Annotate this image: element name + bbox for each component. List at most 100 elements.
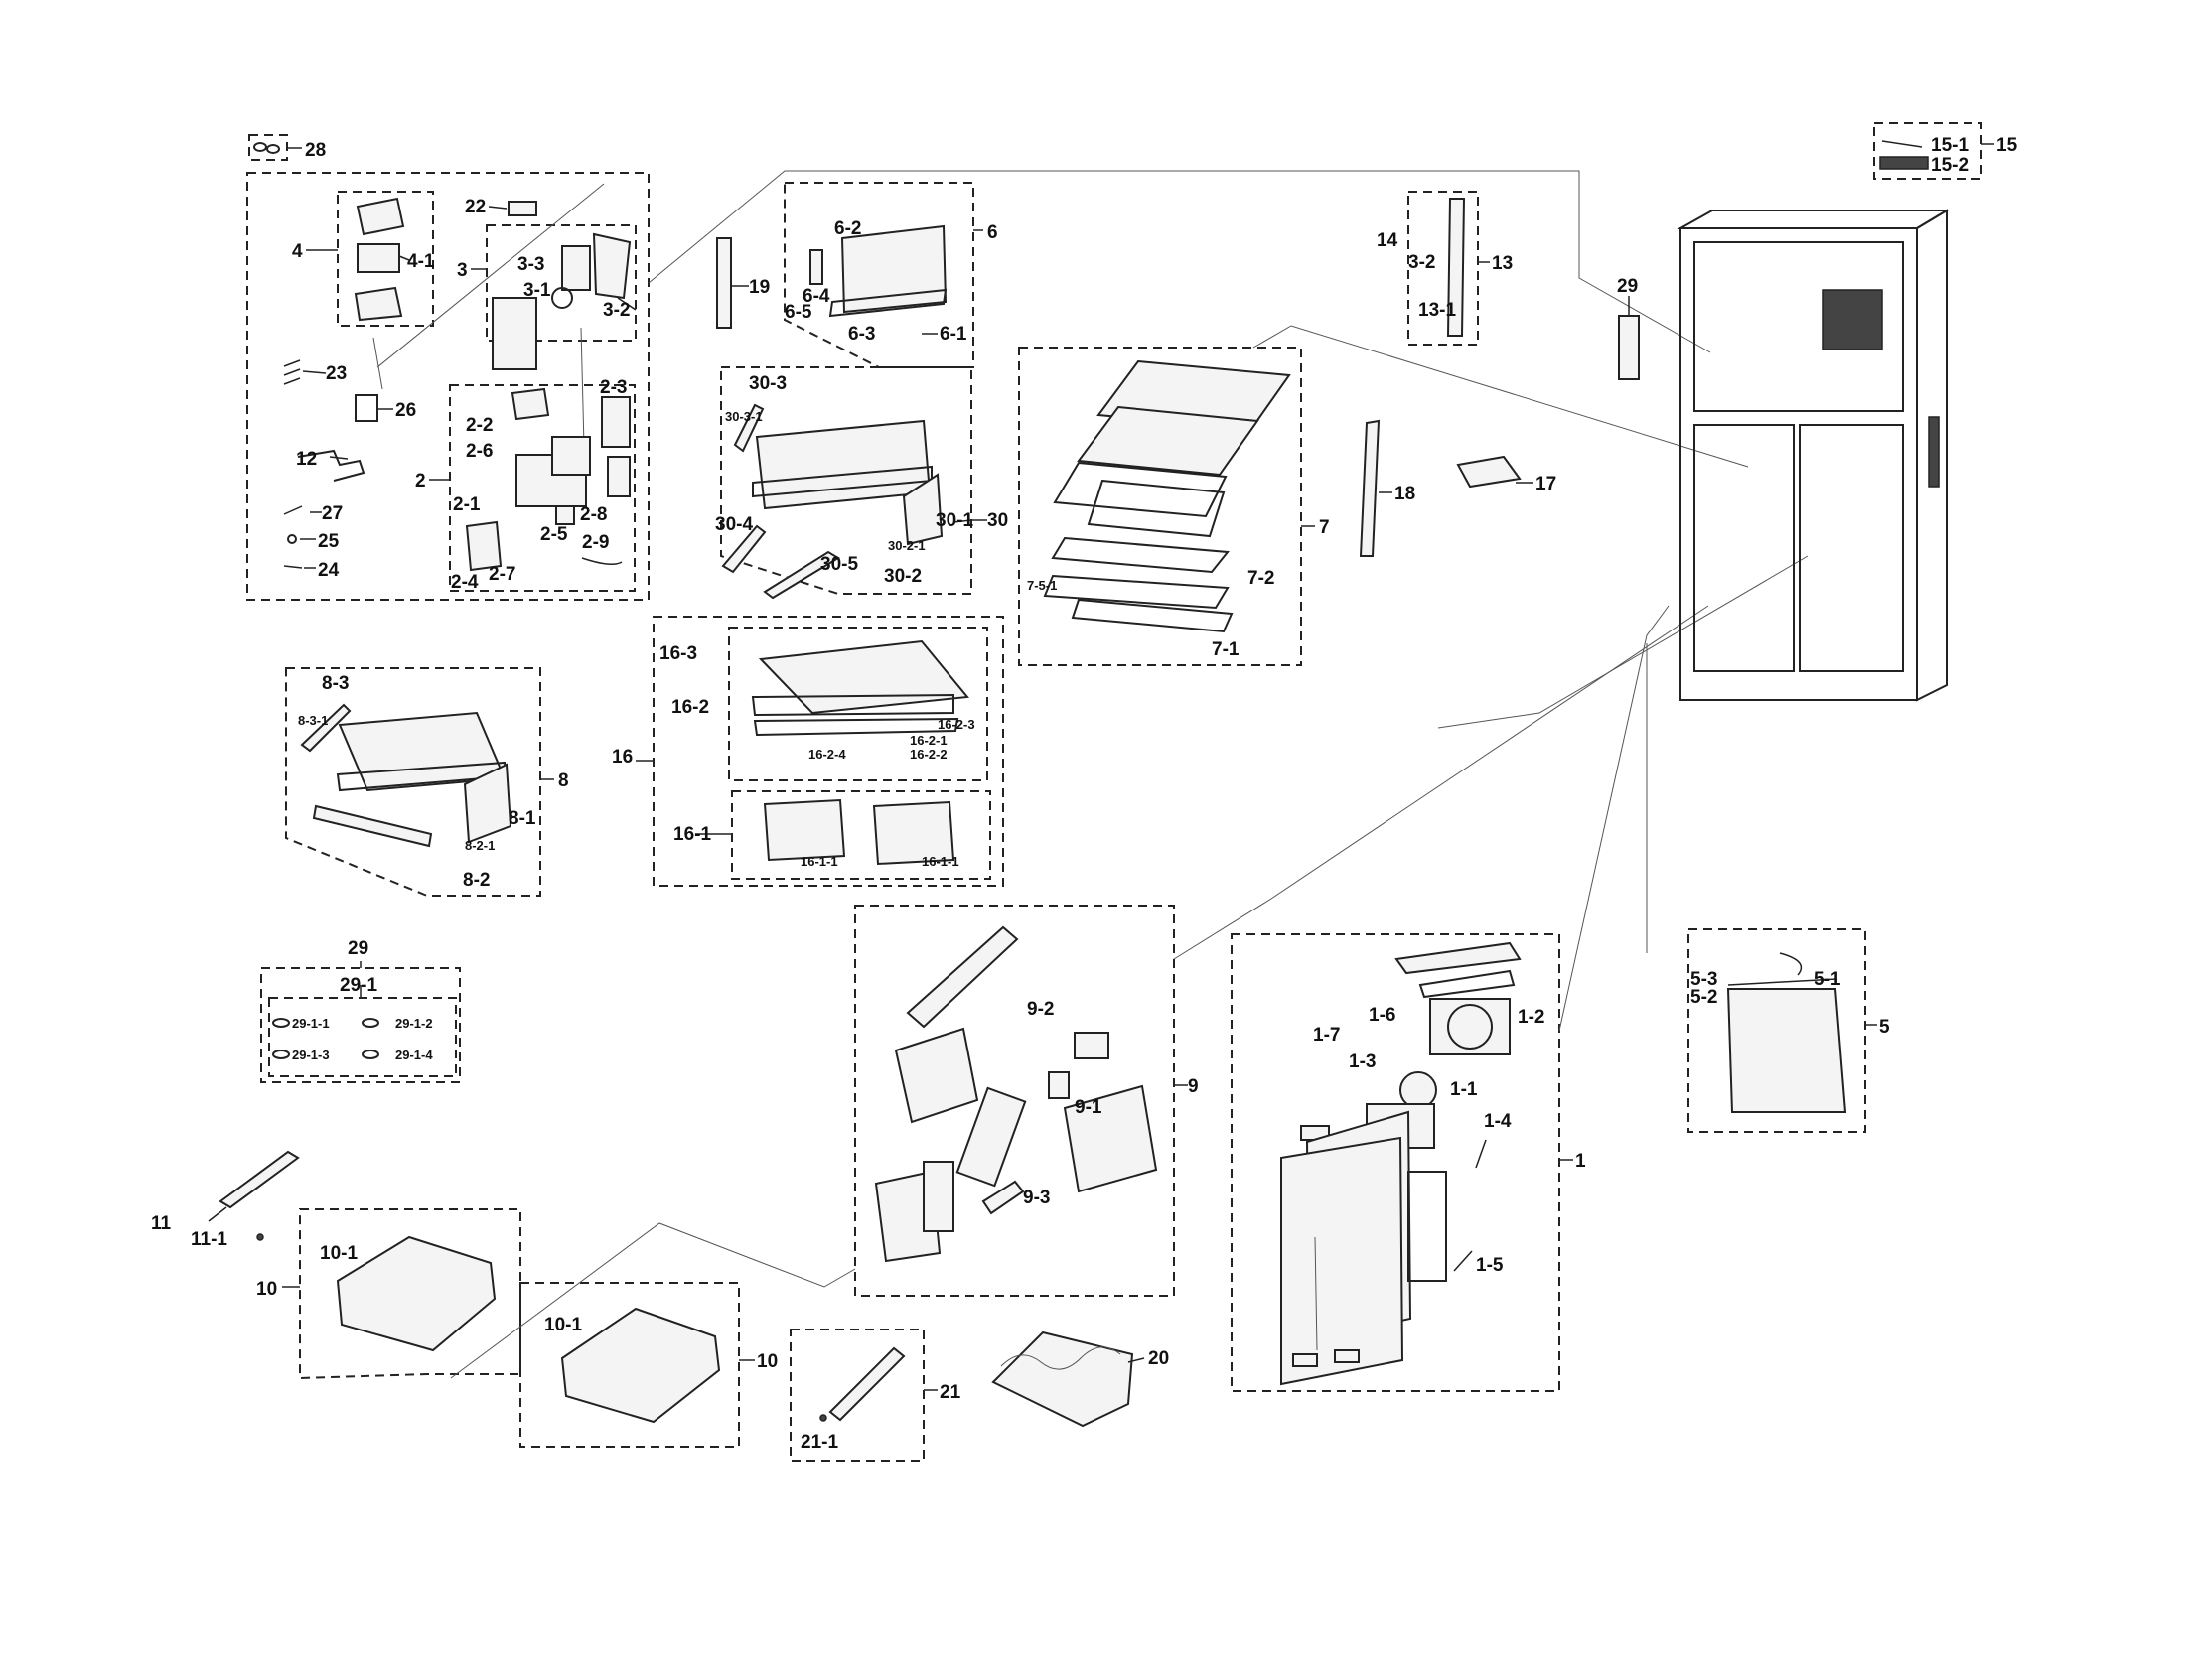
box-2 [449,384,636,592]
part-8-3 [300,703,352,753]
callout-2-8: 2-8 [580,504,607,525]
part-7-frame [1053,461,1228,518]
callout-16-3: 16-3 [659,643,697,664]
part-7-frame-inner [1087,479,1226,538]
box-16-2 [728,627,988,781]
callout-15: 15 [1996,135,2018,156]
part-7-glass-b [1077,405,1259,477]
callout-12: 12 [296,449,317,470]
callout-26: 26 [395,400,416,421]
box-30 [720,366,972,595]
callout-15-1: 15-1 [1931,135,1969,156]
callout-8-3-1: 8-3-1 [298,713,328,728]
part-27 [283,505,303,515]
callout-13-1: 13-1 [1418,300,1456,321]
callout-30-3: 30-3 [749,373,787,394]
callout-2-4: 2-4 [451,572,479,593]
cabinet-vent-panel [1822,289,1883,350]
connector-1-to-cabinet [1558,605,1670,1032]
callout-10b: 10 [757,1351,778,1372]
part-3-tank [492,297,537,370]
callout-1-6: 1-6 [1369,1005,1395,1026]
callout-7-1: 7-1 [1212,639,1240,660]
part-10b-drawer [560,1307,721,1424]
callout-2-3: 2-3 [600,377,627,398]
part-30-4 [721,524,767,574]
part-3-3 [561,245,591,291]
callout-6-3: 6-3 [848,324,875,345]
part-4-cover [356,197,405,236]
part-10a-drawer [336,1235,497,1352]
box-13 [1407,191,1479,346]
part-16-1-b [872,800,955,866]
callout-3-2-rail: 3-2 [1408,252,1435,273]
cabinet-top [1677,210,1951,229]
part-2-3 [601,396,631,448]
box-9 [854,905,1175,1297]
part-1-2-ring [1447,1004,1493,1050]
part-28b [266,144,280,154]
part-16-2 [751,693,954,717]
part-11-1 [256,1233,264,1241]
part-3-2 [592,232,632,300]
callout-30-1: 30-1 [936,510,973,531]
part-21-1 [819,1414,827,1422]
callout-2-9: 2-9 [582,532,609,553]
callout-labels: 28 22 4 4-1 3 3-3 3-1 3-2 23 26 12 2 2-2… [151,135,2018,1453]
callout-3-3: 3-3 [517,254,544,275]
part-30-glass [755,419,932,510]
callout-8-2-1: 8-2-1 [465,838,495,853]
part-1-cover [1280,1136,1404,1386]
part-21 [828,1346,906,1422]
callout-8: 8 [558,770,569,791]
part-7-5-1 [1043,574,1230,610]
part-30-3 [733,403,765,453]
box-15 [1873,122,1982,180]
callout-8-2: 8-2 [463,870,490,891]
callout-30-4: 30-4 [715,514,753,535]
callout-1-1: 1-1 [1450,1079,1478,1100]
box-10b [519,1282,740,1448]
part-22 [508,201,537,216]
callout-22: 22 [465,197,486,217]
callout-3-2-icemaker: 3-2 [603,300,630,321]
part-1-side [1407,1171,1447,1282]
connector-10-to-9 [450,1222,856,1379]
callout-2-1: 2-1 [453,494,481,515]
part-1-foot-a [1292,1353,1318,1367]
callout-11: 11 [151,1213,172,1234]
callout-17: 17 [1535,474,1556,494]
callout-21: 21 [940,1382,961,1403]
callout-16-2-1: 16-2-1 [910,733,948,748]
part-20-rack [991,1330,1134,1428]
part-18-rail [1359,419,1381,557]
callout-6-1: 6-1 [940,324,967,345]
callout-10-1b: 10-1 [544,1315,582,1335]
callout-30-3-1: 30-3-1 [725,409,763,424]
callout-24: 24 [318,560,340,581]
callout-28: 28 [305,140,326,161]
part-7-1 [1071,598,1234,633]
part-4-lower [354,286,403,322]
part-1-strip [1418,969,1516,999]
cabinet-right-grille [1928,416,1940,488]
part-16-2-1 [753,717,959,737]
callout-7: 7 [1319,517,1330,538]
part-6-3 [828,288,948,318]
callout-2-2: 2-2 [466,415,493,436]
callout-5: 5 [1879,1017,1890,1038]
callout-1: 1 [1575,1151,1586,1172]
callout-9-2: 9-2 [1027,999,1054,1020]
callout-1-7: 1-7 [1313,1025,1340,1046]
part-5-2 [1727,978,1838,986]
part-9-block [1074,1032,1109,1059]
part-23 [283,359,301,385]
part-30-2 [902,473,944,546]
connector-7-to-cabinet [1252,325,1749,468]
part-2-block [551,436,591,476]
part-9-1 [1048,1071,1070,1099]
part-29-1-2 [362,1018,379,1028]
callout-4-1: 4-1 [407,251,435,272]
part-9-housing [894,1027,979,1124]
callout-6: 6 [987,222,998,243]
